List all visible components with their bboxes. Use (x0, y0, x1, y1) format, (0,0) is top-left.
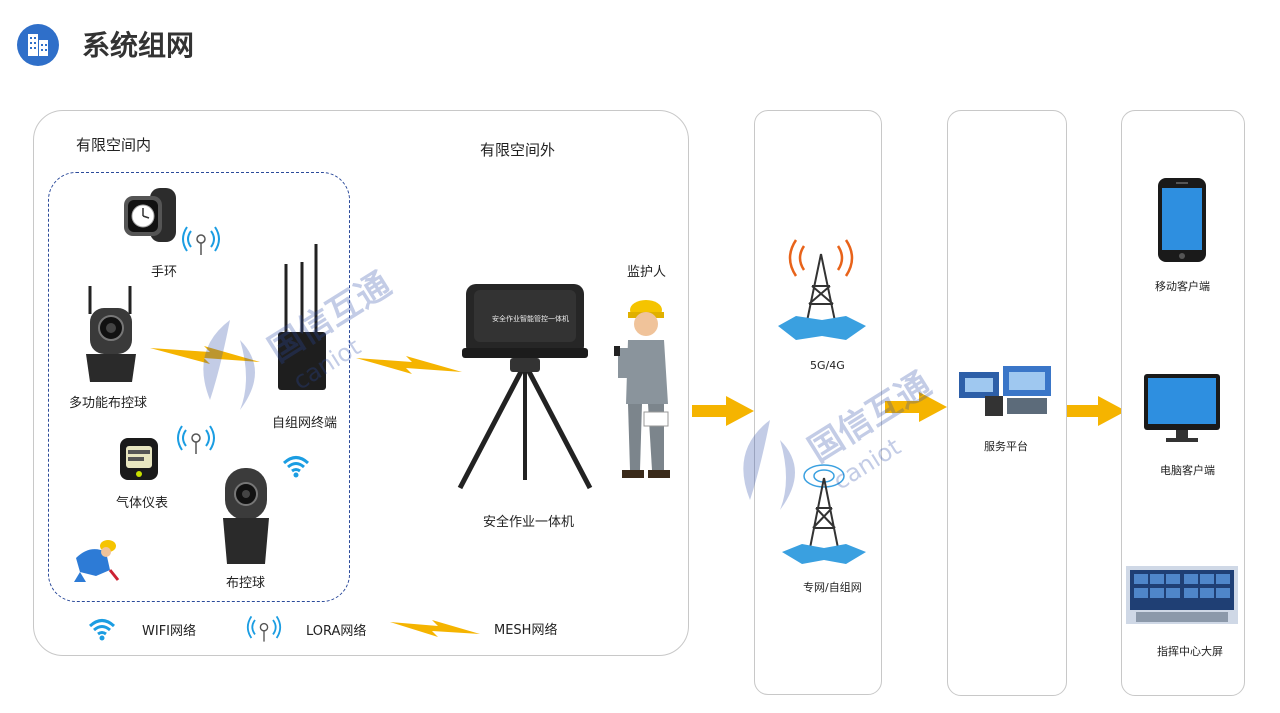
platform-label: 服务平台 (984, 440, 1028, 453)
camera-ball-icon (223, 468, 269, 564)
flow-arrow (1066, 396, 1126, 426)
cellular-tower-icon (778, 239, 866, 340)
private-network-tower-icon (782, 464, 866, 564)
mesh-terminal-icon (278, 244, 326, 390)
mesh-link-bolt (356, 356, 462, 374)
desktop-monitor-icon (1144, 374, 1220, 442)
inside-zone (48, 172, 350, 602)
building-icon (28, 34, 48, 56)
wifi-icon (88, 619, 116, 641)
mobile-phone-icon (1158, 178, 1206, 262)
legend-mesh-label: MESH网络 (494, 623, 558, 638)
lora-signal-icon (182, 226, 220, 255)
mesh-link-bolt (390, 620, 480, 637)
machine-badge: 安全作业智能管控一体机 (492, 315, 569, 323)
logo (17, 24, 59, 66)
integrated-machine-label: 安全作业一体机 (483, 515, 575, 530)
mesh-link-bolt (150, 346, 260, 364)
command-center-screen-icon (1126, 566, 1238, 624)
legend-wifi-label: WIFI网络 (142, 624, 196, 639)
flow-arrow (692, 396, 754, 426)
ball-label: 布控球 (226, 576, 266, 591)
mobile-client-label: 移动客户端 (1155, 280, 1210, 293)
integrated-machine-icon (457, 284, 593, 490)
smart-watch-icon (124, 188, 176, 242)
lora-signal-icon (177, 425, 215, 454)
page-title: 系统组网 (82, 29, 195, 62)
multi-camera-ball-icon (86, 286, 136, 382)
private-network-label: 专网/自组网 (803, 581, 862, 594)
outside-label: 有限空间外 (480, 141, 556, 159)
legend-lora-label: LORA网络 (306, 624, 367, 639)
flow-arrow (885, 392, 947, 422)
lora-signal-icon (246, 615, 282, 642)
supervisor-label: 监护人 (627, 265, 667, 280)
watch-label: 手环 (151, 265, 178, 280)
inside-label: 有限空间内 (76, 136, 152, 154)
pc-client-label: 电脑客户端 (1160, 464, 1215, 477)
multi-ball-label: 多功能布控球 (69, 396, 148, 411)
wifi-icon (282, 456, 310, 478)
supervisor-icon (614, 300, 670, 478)
service-platform-icon (959, 366, 1051, 416)
cellular-label: 5G/4G (810, 359, 845, 372)
screen-client-label: 指挥中心大屏 (1157, 645, 1223, 658)
network-column (754, 110, 882, 695)
worker-crouching-icon (74, 540, 120, 582)
gas-meter-label: 气体仪表 (116, 496, 169, 511)
gas-meter-icon (120, 438, 158, 480)
mesh-terminal-label: 自组网终端 (272, 416, 338, 431)
